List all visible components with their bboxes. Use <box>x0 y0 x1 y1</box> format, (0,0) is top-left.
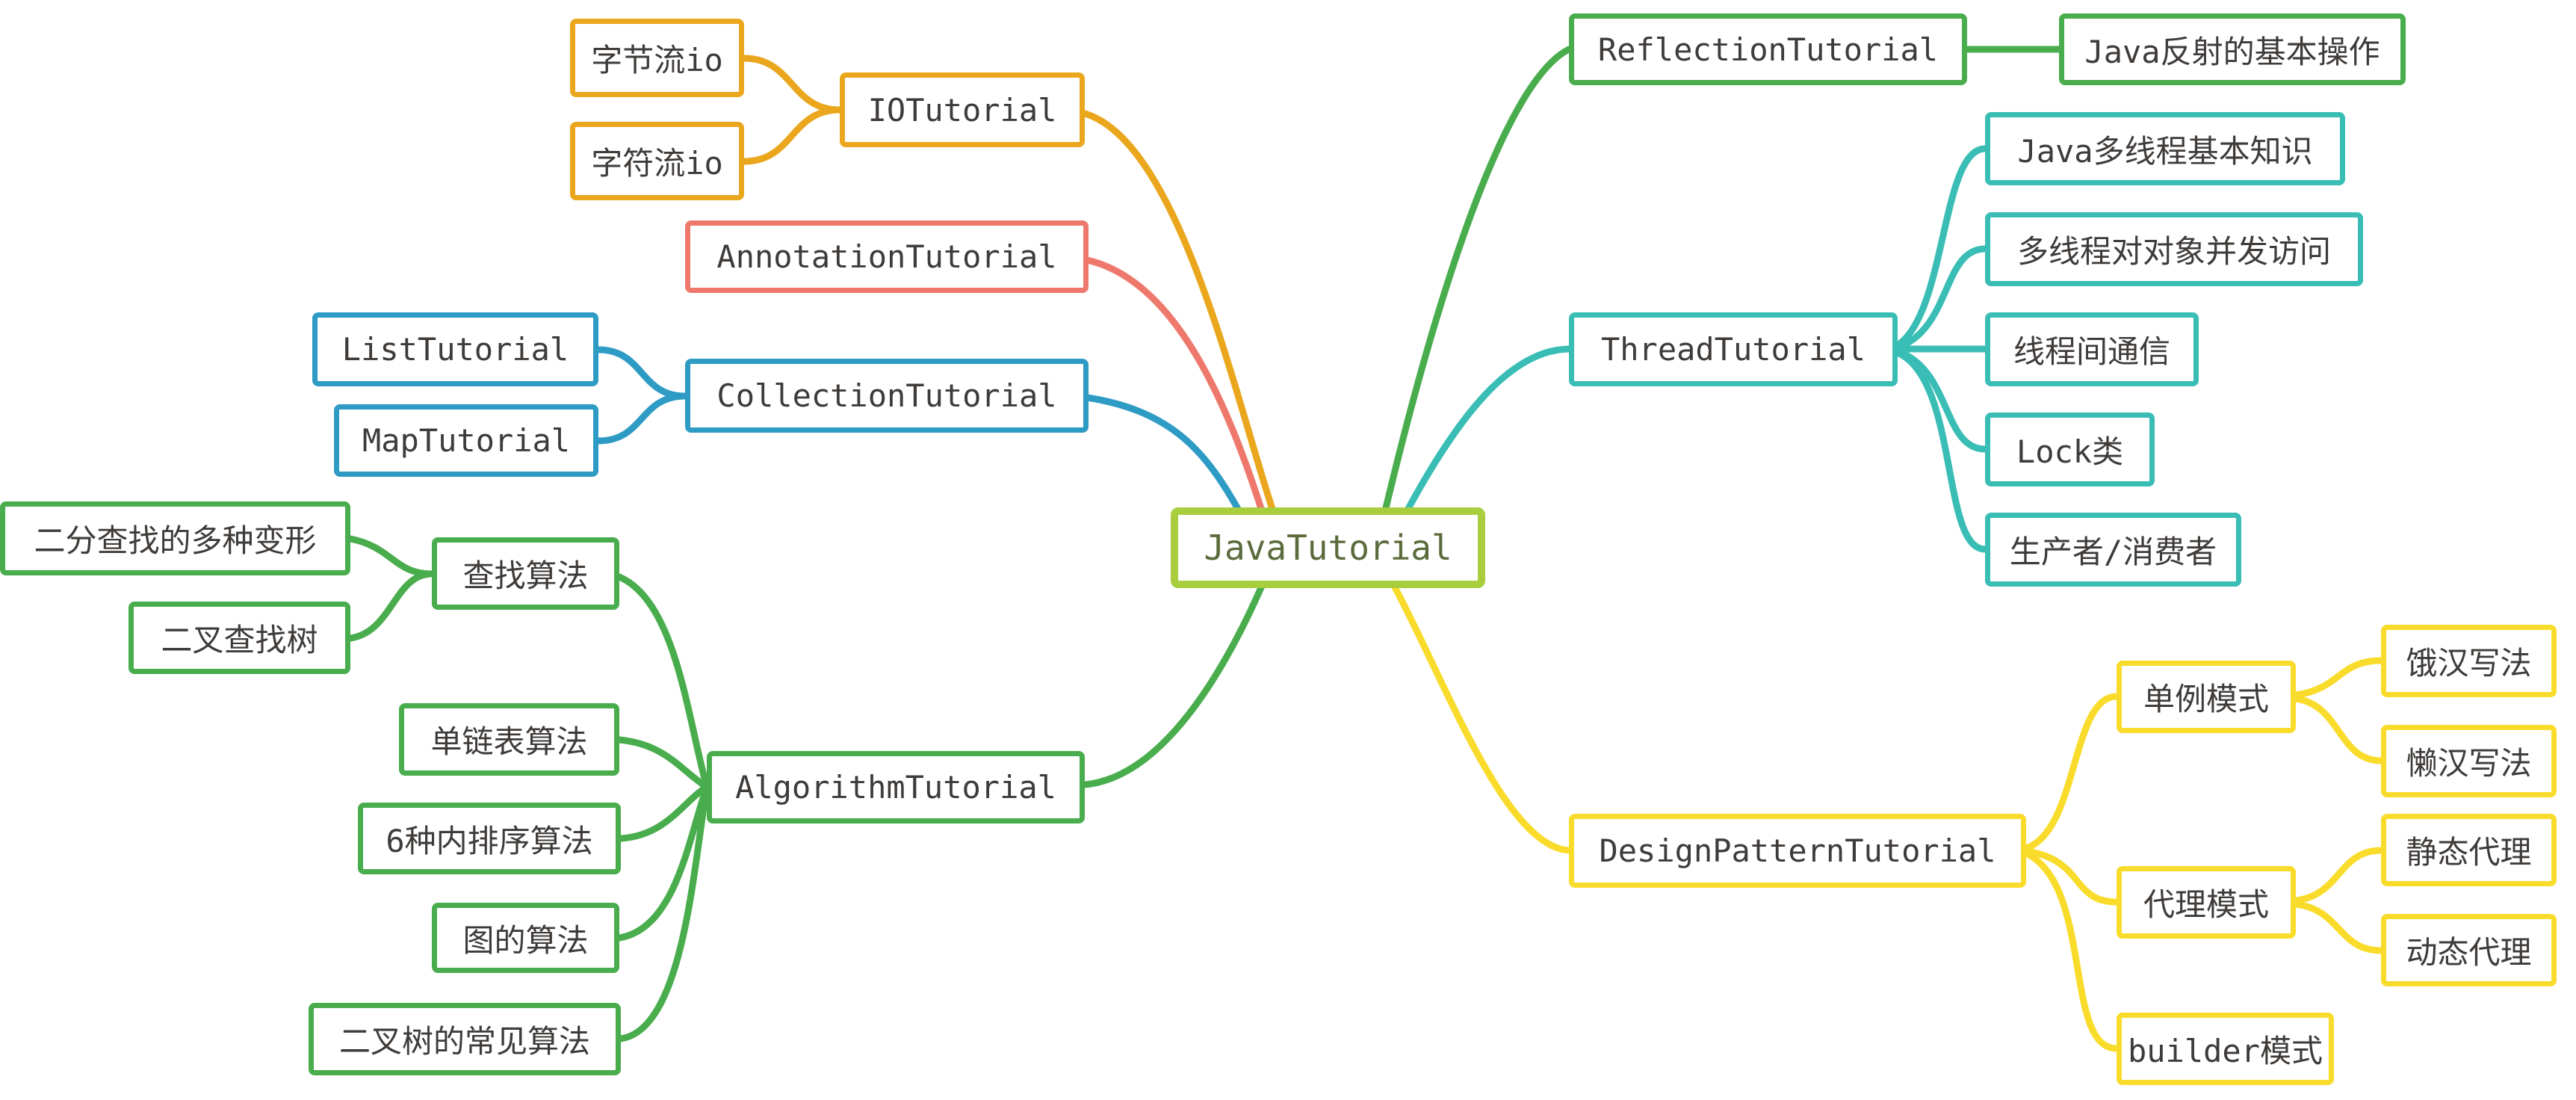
node-java-tutorial-root[interactable]: JavaTutorial <box>1171 507 1485 588</box>
edge-linked-list-to-algorithm <box>616 736 710 791</box>
edge-list-to-collection <box>595 346 689 400</box>
node-label: CollectionTutorial <box>716 377 1057 414</box>
node-java-multithreading-basics[interactable]: Java多线程基本知识 <box>1985 112 2345 185</box>
node-static-proxy[interactable]: 静态代理 <box>2381 814 2557 886</box>
edge-sorting-to-algorithm <box>617 783 710 842</box>
node-java-reflection-basics[interactable]: Java反射的基本操作 <box>2059 13 2406 85</box>
node-label: AnnotationTutorial <box>716 238 1057 275</box>
node-annotation-tutorial[interactable]: AnnotationTutorial <box>685 220 1089 293</box>
node-label: 二叉树的常见算法 <box>338 1023 590 1060</box>
edge-dp-to-singleton <box>2022 693 2120 852</box>
node-label: ListTutorial <box>341 331 569 368</box>
node-label: 字节流io <box>591 42 723 78</box>
edge-thread-to-concurrent-access <box>1894 245 1989 351</box>
node-list-tutorial[interactable]: ListTutorial <box>312 312 598 386</box>
node-map-tutorial[interactable]: MapTutorial <box>334 404 598 477</box>
edge-design-pattern-to-root <box>1390 582 1573 854</box>
edge-binary-search-tree-to-search <box>347 570 436 642</box>
edge-thread-to-multithreading-basics <box>1894 145 1989 349</box>
node-algorithm-tutorial[interactable]: AlgorithmTutorial <box>707 751 1085 824</box>
node-lock-class[interactable]: Lock类 <box>1985 412 2155 486</box>
node-label: 多线程对对象并发访问 <box>2016 233 2331 270</box>
node-byte-stream-io[interactable]: 字节流io <box>570 19 744 97</box>
edge-thread-to-lock <box>1894 347 1989 453</box>
node-search-algorithm[interactable]: 查找算法 <box>432 537 619 610</box>
node-binary-search-variants[interactable]: 二分查找的多种变形 <box>0 501 350 575</box>
node-label: 线程间通信 <box>2013 333 2170 370</box>
edge-proxy-to-static <box>2292 847 2385 904</box>
edge-singleton-to-lazy <box>2292 695 2385 764</box>
node-char-stream-io[interactable]: 字符流io <box>570 122 744 200</box>
edge-char-stream-to-io <box>740 106 843 165</box>
edge-dp-to-proxy <box>2022 847 2120 906</box>
node-label: 代理模式 <box>2143 886 2269 923</box>
node-linked-list-algorithm[interactable]: 单链表算法 <box>399 703 619 776</box>
node-proxy-pattern[interactable]: 代理模式 <box>2117 866 2296 939</box>
node-graph-algorithm[interactable]: 图的算法 <box>432 903 619 973</box>
node-six-sorting-algorithms[interactable]: 6种内排序算法 <box>358 803 621 874</box>
node-label: 生产者/消费者 <box>2009 534 2217 570</box>
node-label: DesignPatternTutorial <box>1599 832 1996 869</box>
node-dynamic-proxy[interactable]: 动态代理 <box>2381 914 2557 986</box>
edge-binary-tree-to-algorithm <box>617 785 710 1042</box>
node-label: 懒汉写法 <box>2406 745 2532 782</box>
edge-algorithm-to-root <box>1081 582 1266 788</box>
node-label: Java多线程基本知识 <box>2017 132 2313 170</box>
node-binary-search-tree[interactable]: 二叉查找树 <box>129 602 350 674</box>
node-label: AlgorithmTutorial <box>735 769 1056 806</box>
node-label: builder模式 <box>2127 1033 2323 1069</box>
node-thread-tutorial[interactable]: ThreadTutorial <box>1569 312 1898 386</box>
edge-dp-to-builder <box>2022 850 2120 1052</box>
node-label: ReflectionTutorial <box>1597 31 1939 68</box>
node-label: 单链表算法 <box>430 723 588 760</box>
node-label: Lock类 <box>2016 433 2124 470</box>
node-label: 饿汉写法 <box>2406 645 2532 682</box>
edge-proxy-to-dynamic <box>2292 900 2385 954</box>
node-label: 二分查找的多种变形 <box>34 522 317 559</box>
node-label: MapTutorial <box>362 422 571 459</box>
node-label: 图的算法 <box>462 921 589 959</box>
edge-search-to-algorithm <box>616 573 710 791</box>
node-label: 静态代理 <box>2406 834 2532 871</box>
node-reflection-tutorial[interactable]: ReflectionTutorial <box>1569 13 1967 85</box>
edge-byte-stream-to-io <box>740 55 843 114</box>
node-label: Java反射的基本操作 <box>2084 33 2380 70</box>
edge-singleton-to-hungry <box>2292 657 2385 699</box>
node-hungry-style[interactable]: 饿汉写法 <box>2381 625 2557 697</box>
node-lazy-style[interactable]: 懒汉写法 <box>2381 725 2557 797</box>
node-label: 动态代理 <box>2406 934 2532 971</box>
node-concurrent-object-access[interactable]: 多线程对对象并发访问 <box>1985 212 2363 286</box>
node-io-tutorial[interactable]: IOTutorial <box>840 72 1085 147</box>
node-label: JavaTutorial <box>1204 528 1452 568</box>
node-binary-tree-algorithms[interactable]: 二叉树的常见算法 <box>309 1003 621 1075</box>
node-design-pattern-tutorial[interactable]: DesignPatternTutorial <box>1569 814 2026 888</box>
edge-map-to-collection <box>595 392 689 445</box>
edge-graph-to-algorithm <box>616 783 710 942</box>
edge-annotation-to-root <box>1083 256 1267 519</box>
node-label: 字符流io <box>591 145 723 182</box>
node-label: 6种内排序算法 <box>386 822 593 859</box>
node-label: IOTutorial <box>867 91 1057 129</box>
node-producer-consumer[interactable]: 生产者/消费者 <box>1985 513 2241 587</box>
node-builder-pattern[interactable]: builder模式 <box>2117 1013 2334 1085</box>
edge-binary-search-variants-to-search <box>347 535 436 578</box>
node-collection-tutorial[interactable]: CollectionTutorial <box>685 359 1089 433</box>
node-singleton-pattern[interactable]: 单例模式 <box>2117 661 2296 733</box>
node-label: 单例模式 <box>2143 681 2269 717</box>
node-label: 查找算法 <box>462 557 589 594</box>
node-inter-thread-communication[interactable]: 线程间通信 <box>1985 312 2199 386</box>
edge-collection-to-root <box>1083 394 1245 519</box>
edge-thread-to-root <box>1402 345 1573 518</box>
edge-io-to-root <box>1081 110 1278 519</box>
edge-reflection-to-root <box>1381 46 1573 518</box>
node-label: 二叉查找树 <box>161 622 318 658</box>
node-label: ThreadTutorial <box>1600 331 1866 368</box>
edge-thread-to-producer-consumer <box>1894 349 1989 553</box>
